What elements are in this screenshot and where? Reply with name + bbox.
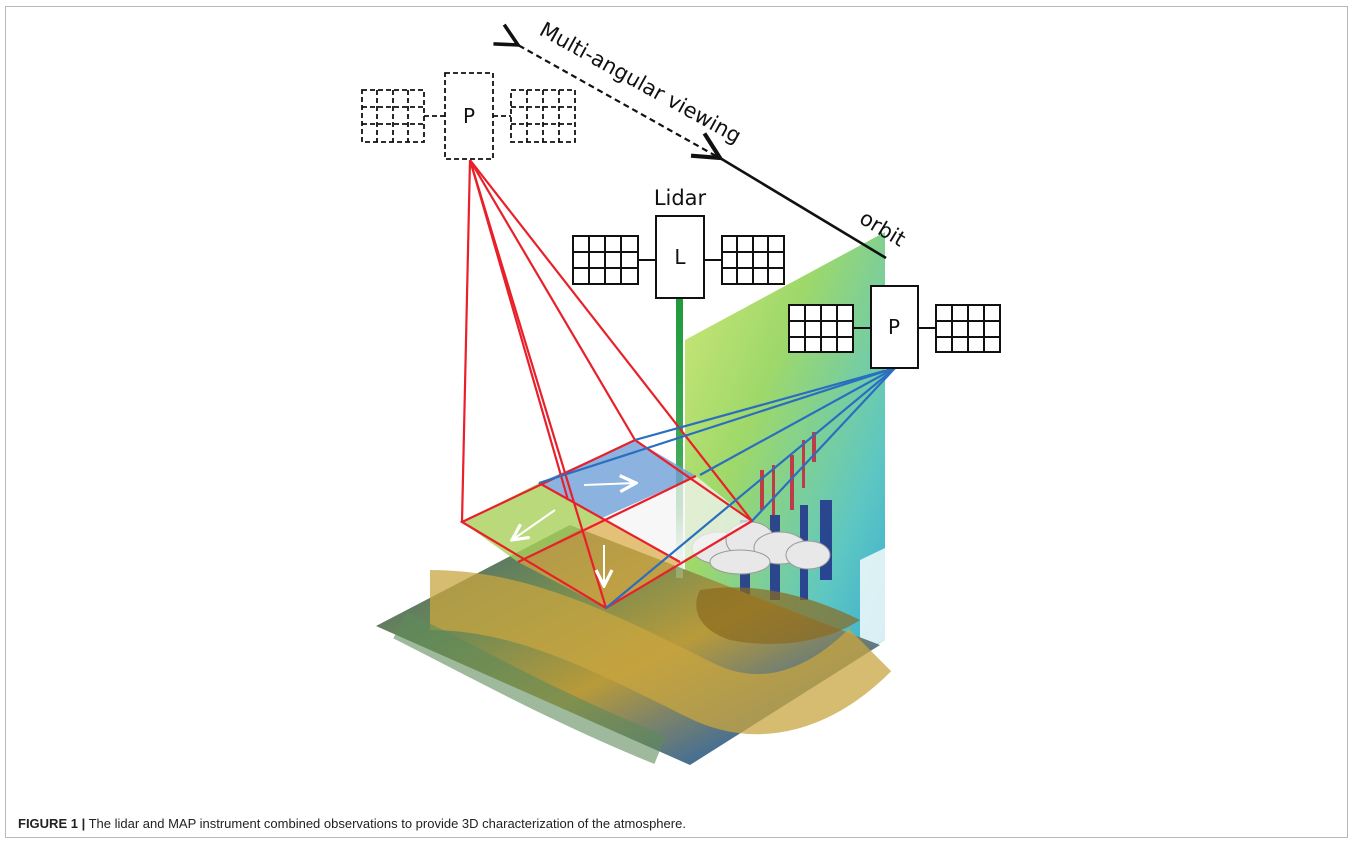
polarimeter-satellite-current bbox=[788, 285, 1001, 369]
polarimeter-body bbox=[870, 285, 919, 369]
cloud bbox=[691, 521, 831, 575]
arrow-right bbox=[583, 483, 636, 485]
multi-angular-arrow: Multi-angular viewing bbox=[518, 17, 746, 157]
multi-angular-label: Multi-angular viewing bbox=[536, 17, 746, 148]
polarimeter-letter-past: P bbox=[463, 104, 475, 128]
footprint-cell-blue bbox=[539, 440, 696, 518]
arrow-down-left bbox=[512, 509, 556, 540]
lidar-letter: L bbox=[674, 245, 686, 269]
lidar-satellite bbox=[572, 215, 785, 299]
figure-caption: FIGURE 1 | The lidar and MAP instrument … bbox=[18, 816, 1338, 831]
caption-text: The lidar and MAP instrument combined ob… bbox=[85, 816, 686, 831]
polarimeter-letter-current: P bbox=[888, 315, 900, 339]
backward-view-rays bbox=[538, 366, 896, 609]
lidar-body bbox=[655, 215, 705, 299]
ground-scene bbox=[376, 525, 892, 765]
lidar-label: Lidar bbox=[654, 186, 707, 210]
figure-label: FIGURE 1 | bbox=[18, 816, 86, 831]
footprint-cell-white bbox=[602, 476, 752, 562]
polarimeter-satellite-past bbox=[361, 72, 576, 160]
direction-arrows bbox=[512, 483, 636, 586]
